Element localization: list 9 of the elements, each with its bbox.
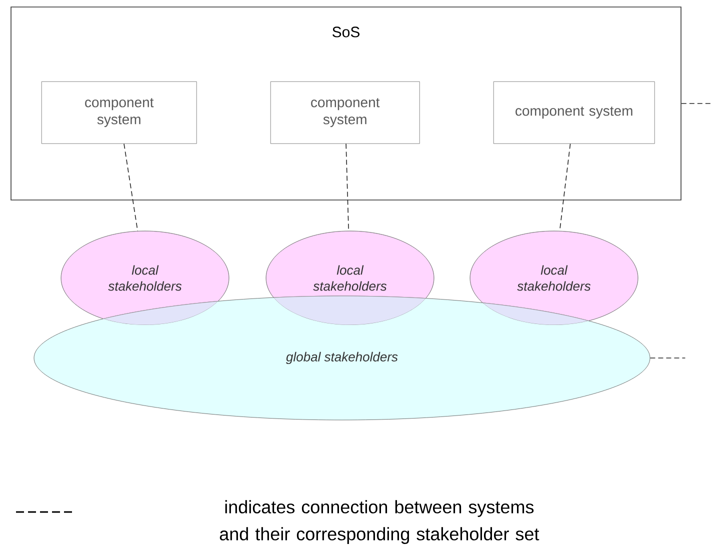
container-title: SoS bbox=[332, 26, 360, 38]
component-box: component system bbox=[493, 81, 655, 144]
system-of-systems-box bbox=[10, 6, 682, 200]
component-box: component system bbox=[270, 81, 420, 144]
connector-line bbox=[346, 143, 349, 232]
legend-text: indicates connection between systems and their corresponding stakeholder set bbox=[220, 500, 540, 544]
component-box: component system bbox=[41, 81, 197, 144]
connector-line bbox=[124, 143, 138, 232]
connector-line bbox=[681, 103, 712, 104]
